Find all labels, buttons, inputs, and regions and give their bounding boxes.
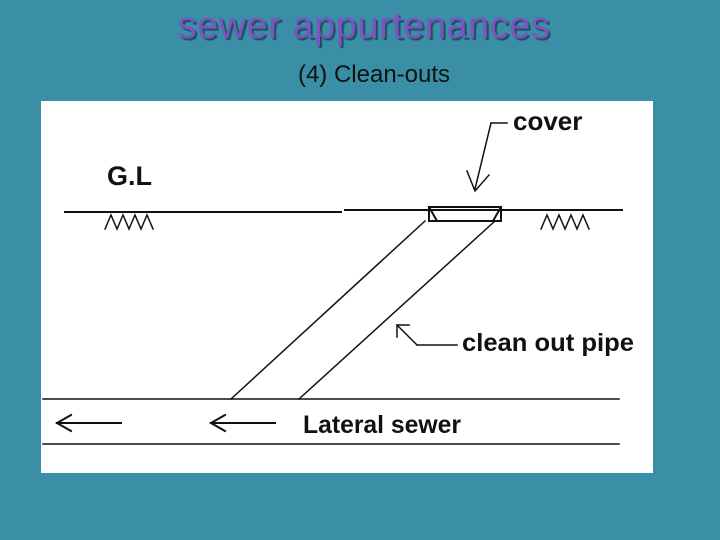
cover-plate	[427, 205, 503, 223]
lateral-sewer-pipe	[42, 398, 620, 445]
diagram-panel: G.L cover clean out pipe Lateral sewer	[41, 101, 653, 473]
clean-out-pipe-label: clean out pipe	[462, 329, 634, 357]
clean-out-pipe-leader-arrow	[395, 323, 458, 347]
cover-label: cover	[513, 106, 582, 136]
cover-leader-arrow	[466, 122, 508, 193]
clean-out-diagram: G.L cover clean out pipe Lateral sewer	[42, 106, 634, 445]
ground-level-label: G.L	[107, 161, 152, 191]
soil-hatch-left	[104, 213, 154, 231]
clean-out-pipe	[229, 219, 497, 401]
slide-title: sewer appurtenances	[177, 5, 551, 47]
flow-arrow-middle	[208, 413, 276, 433]
soil-hatch-right	[540, 213, 590, 231]
flow-arrow-left	[54, 413, 122, 433]
lateral-sewer-label: Lateral sewer	[303, 411, 461, 439]
slide-subtitle: (4) Clean-outs	[297, 61, 451, 88]
